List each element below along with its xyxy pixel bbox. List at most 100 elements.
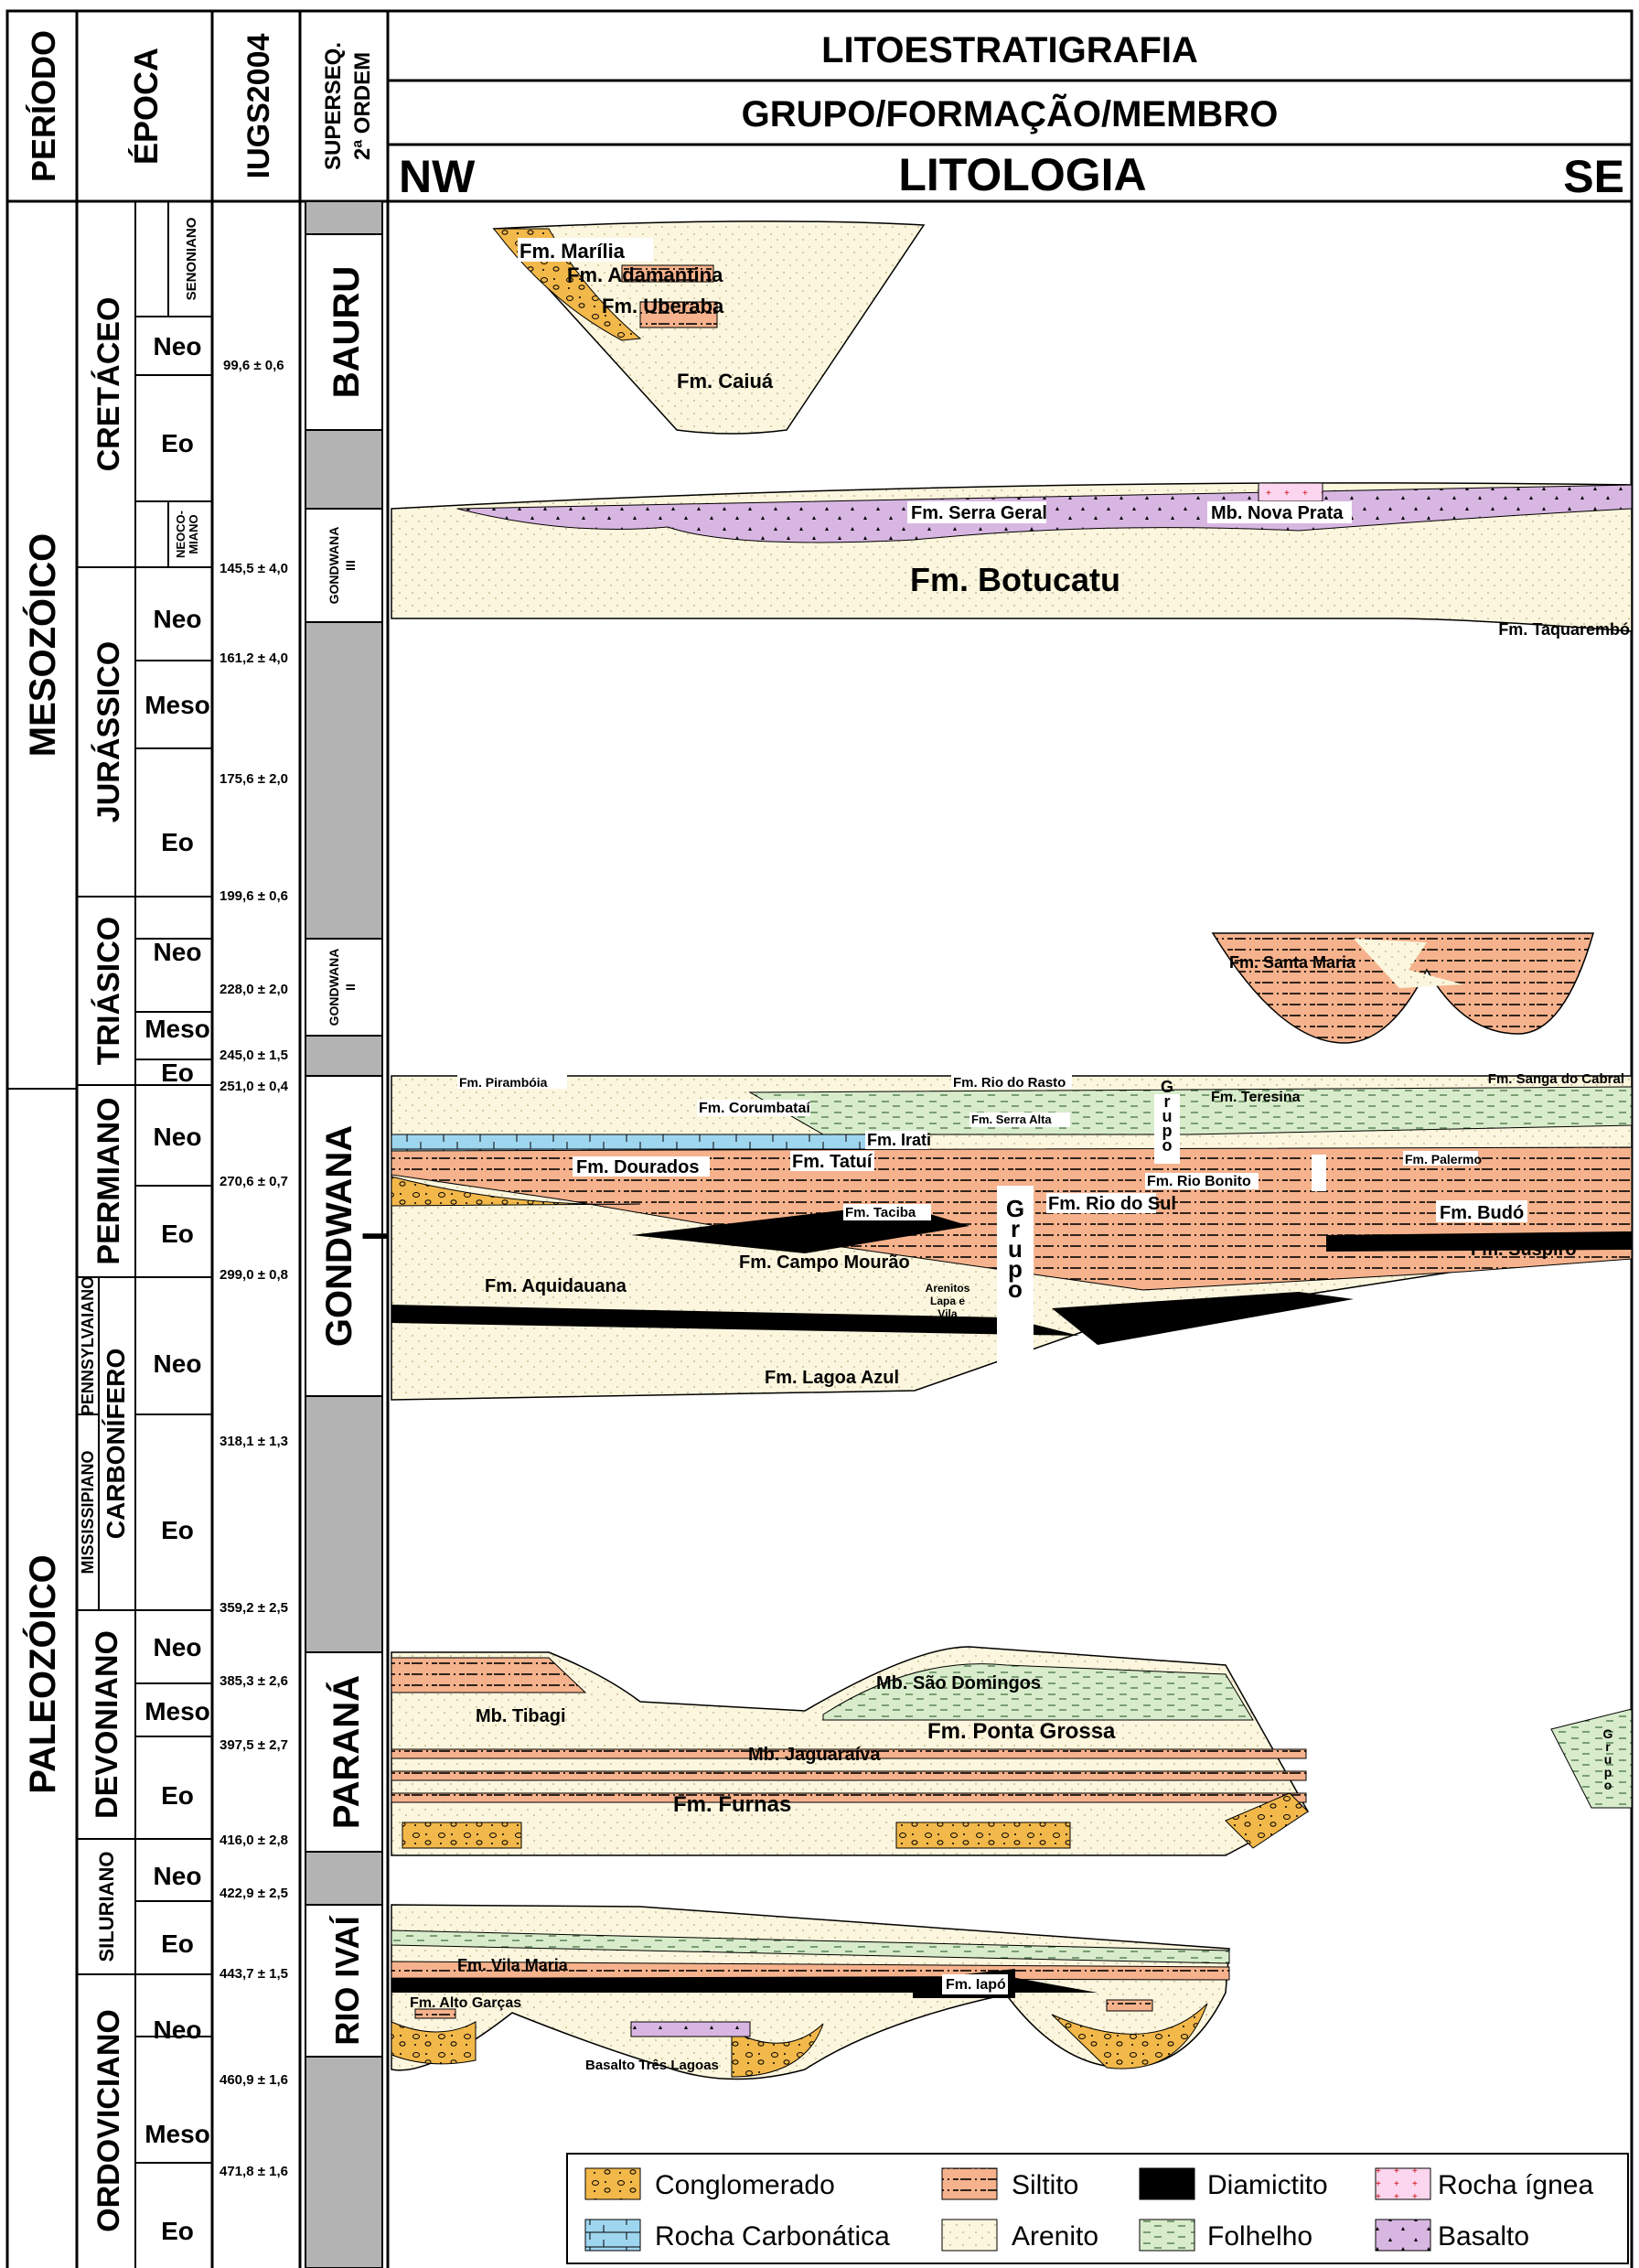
fm-rio-do-rasto: Fm. Rio do Rasto: [953, 1075, 1066, 1091]
age-label: 251,0 ± 0,4: [220, 1079, 289, 1094]
header-epoca: ÉPOCA: [127, 48, 165, 165]
legend-swatch-carbonatica: [584, 2219, 641, 2252]
title-grupo-formacao: GRUPO/FORMAÇÃO/MEMBRO: [742, 92, 1279, 134]
subperiod-pennsylvaiano: PENNSYLVAIANO: [79, 1276, 97, 1415]
age-label: 443,7 ± 1,5: [220, 1966, 288, 1982]
fm-caiua: Fm. Caiuá: [677, 370, 774, 392]
legend-swatch-siltito: [941, 2167, 998, 2200]
header-superseq-1: SUPERSEQ.: [321, 42, 346, 170]
superseq-gondwana-i: GONDWANAI: [319, 1125, 396, 1347]
age-label: 175,6 ± 2,0: [220, 771, 288, 787]
age-label: 416,0 ± 2,8: [220, 1833, 288, 1848]
epoch-label: Neo: [154, 1633, 202, 1661]
parana-basin: Mb. São Domingos Mb. Tibagi Fm. Ponta Gr…: [391, 1646, 1633, 1856]
column-grid: [7, 201, 212, 2268]
basalto-tres-lagoas: Basalto Três Lagoas: [585, 2058, 719, 2073]
legend-swatch-arenito: [941, 2219, 998, 2252]
legend-label: Diamictito: [1207, 2170, 1328, 2200]
age-label: 460,9 ± 1,6: [220, 2072, 288, 2088]
fm-tatui: Fm. Tatuí: [792, 1152, 873, 1172]
rio-ivai-basin: Fm. Vila Maria Fm. Iapó Fm. Alto Garças …: [391, 1904, 1230, 2080]
era-paleozoico: PALEOZÓICO: [21, 1554, 63, 1793]
age-label: 270,6 ± 0,7: [220, 1174, 288, 1189]
mb-nova-prata: Mb. Nova Prata: [1211, 503, 1344, 523]
fm-irati: Fm. Irati: [867, 1131, 931, 1149]
epoch-label: Eo: [161, 828, 194, 856]
epoch-label: Neo: [154, 2015, 202, 2044]
era-labels: MESOZÓICO PALEOZÓICO: [21, 533, 63, 1794]
epoch-label: Eo: [161, 1059, 194, 1087]
age-label: 422,9 ± 2,5: [220, 1886, 288, 1901]
santa-maria-basin: Fm. Santa Maria: [1211, 932, 1594, 1044]
label-box: [573, 1156, 710, 1177]
header-superseq-2: 2ª ORDEM: [350, 52, 375, 160]
fm-teresina: Fm. Teresina: [1211, 1090, 1301, 1105]
fm-rio-do-sul: Fm. Rio do Sul: [1048, 1194, 1176, 1214]
serra-geral-botucatu: Fm. Serra Geral Mb. Nova Prata Fm. Botuc…: [391, 482, 1633, 639]
age-label: 299,0 ± 0,8: [220, 1267, 288, 1283]
fm-botucatu: Fm. Botucatu: [910, 561, 1120, 598]
epoch-label: Eo: [161, 1220, 194, 1248]
epoch-label: Neo: [154, 1349, 202, 1378]
age-label: 385,3 ± 2,6: [220, 1673, 288, 1689]
label-box: [865, 1131, 927, 1149]
label-box: [951, 1074, 1072, 1089]
age-label: 245,0 ± 1,5: [220, 1048, 288, 1063]
legend-label: Siltito: [1012, 2170, 1078, 2200]
label-box: [697, 1100, 810, 1116]
label-box: [969, 1113, 1070, 1127]
lithology-panel: Fm. Marília Fm. Adamantina Fm. Uberaba F…: [391, 220, 1633, 2080]
superseq-rio-ivai: RIO IVAÍ: [328, 1915, 366, 2045]
fm-taciba: Fm. Taciba: [845, 1205, 916, 1220]
age-labels: 99,6 ± 0,6 145,5 ± 4,0 161,2 ± 4,0 175,6…: [220, 358, 289, 2179]
fm-dourados: Fm. Dourados: [576, 1157, 699, 1177]
header-periodo: PERÍODO: [25, 30, 62, 182]
header: PERÍODO ÉPOCA IUGS2004 SUPERSEQ. 2ª ORDE…: [5, 9, 1634, 2268]
label-box: [1403, 1151, 1478, 1166]
fm-lagoa-azul: Fm. Lagoa Azul: [765, 1368, 899, 1388]
fm-campo-mourao: Fm. Campo Mourão: [739, 1252, 910, 1273]
epoch-labels: Neo Eo Neo Meso Eo Neo Meso Eo Neo Eo Ne…: [145, 332, 210, 2245]
age-label: 318,1 ± 1,3: [220, 1434, 288, 1449]
epoch-label: Meso: [145, 1015, 210, 1043]
age-label: 161,2 ± 4,0: [220, 650, 288, 666]
legend: Conglomerado Siltito Diamictito Rocha íg…: [566, 2153, 1629, 2264]
fm-vila-maria: Fm. Vila Maria: [457, 1956, 569, 1974]
fm-santa-maria: Fm. Santa Maria: [1229, 953, 1356, 972]
fm-uberaba: Fm. Uberaba: [602, 295, 724, 317]
age-label: 471,8 ± 1,6: [220, 2164, 288, 2179]
title-litoestratigrafia: LITOESTRATIGRAFIA: [821, 30, 1198, 70]
period-jurassico: JURÁSSICO: [91, 641, 126, 822]
title-litologia: LITOLOGIA: [898, 149, 1146, 200]
direction-se: SE: [1563, 151, 1624, 202]
epoch-label: Neo: [154, 938, 202, 966]
direction-nw: NW: [399, 151, 476, 202]
epoch-label: Meso: [145, 2120, 210, 2148]
period-labels: CRETÁCEO JURÁSSICO TRIÁSICO PERMIANO CAR…: [79, 217, 200, 2232]
fm-rio-bonito: Fm. Rio Bonito: [1147, 1174, 1251, 1189]
subperiod-mississipiano: MISSISSIPIANO: [79, 1450, 97, 1574]
subdivision-neocomiano: NEOCO-MIANO: [174, 511, 200, 558]
fm-furnas: Fm. Furnas: [673, 1792, 791, 1817]
epoch-label: Neo: [154, 332, 202, 360]
superseq-parana: PARANÁ: [326, 1675, 367, 1829]
label-box: [1046, 1193, 1156, 1213]
fm-budo: Fm. Budó: [1440, 1203, 1524, 1223]
age-label: 145,5 ± 4,0: [220, 561, 288, 576]
epoch-label: Eo: [161, 429, 194, 457]
bauru-basin: Fm. Marília Fm. Adamantina Fm. Uberaba F…: [492, 220, 926, 435]
epoch-label: Neo: [154, 1862, 202, 1890]
fm-iapo: Fm. Iapó: [946, 1977, 1006, 1993]
age-label: 199,6 ± 0,6: [220, 888, 288, 904]
mb-jaguariaiva: Mb. Jaguaraíva: [748, 1745, 881, 1765]
legend-label: Rocha ígnea: [1438, 2170, 1593, 2200]
epoch-label: Eo: [161, 1781, 194, 1810]
fm-corumbatai: Fm. Corumbataí: [699, 1101, 810, 1116]
label-box: [1207, 501, 1352, 523]
fm-aquidauana: Fm. Aquidauana: [485, 1276, 627, 1296]
epoch-label: Neo: [154, 1123, 202, 1151]
legend-label: Rocha Carbonática: [655, 2221, 890, 2252]
